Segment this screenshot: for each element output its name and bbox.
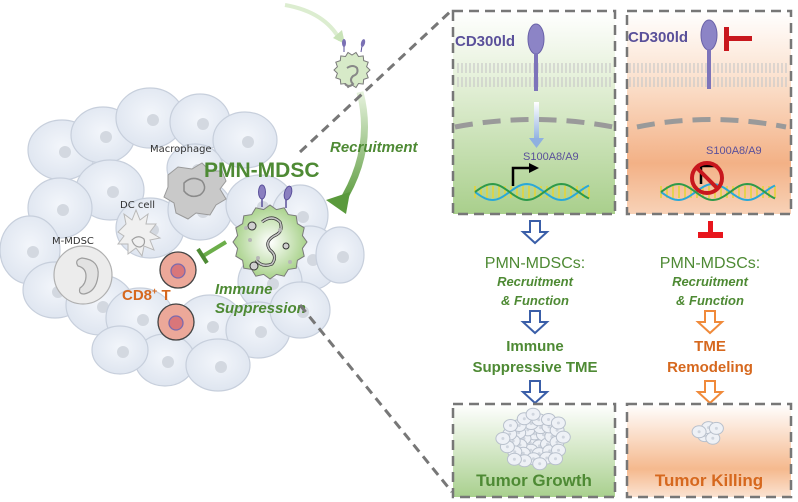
tumor-cell bbox=[532, 457, 548, 471]
blocked-receptor-label: CD300ld bbox=[628, 29, 688, 46]
down-arrow-icon bbox=[695, 310, 725, 335]
down-arrow-icon bbox=[520, 380, 550, 405]
nuclear-membrane bbox=[454, 117, 614, 130]
inhibition-icon bbox=[708, 221, 713, 233]
cd300ld-receptor-icon bbox=[527, 23, 545, 91]
down-arrow-icon bbox=[695, 380, 725, 405]
dna-icon bbox=[474, 182, 590, 202]
blocked-signaling-panel: CD300ld S100A8/A9 bbox=[625, 9, 793, 216]
pmn-mdsc-cell bbox=[232, 184, 308, 280]
pmn-mdsc-label: PMN-MDSC bbox=[204, 159, 320, 182]
cd300ld-receptor-icon bbox=[700, 19, 718, 89]
tumor-cell bbox=[705, 431, 721, 445]
control-step1-sub1: Recruitment bbox=[497, 274, 574, 289]
blocked-step1-sub1: Recruitment bbox=[672, 274, 749, 289]
tumor-cell bbox=[269, 281, 331, 339]
control-step2-line2: Suppressive TME bbox=[472, 359, 597, 376]
tumor-growth-box: Tumor Growth bbox=[451, 402, 617, 499]
control-flow: PMN-MDSCs: Recruitment & Function Immune… bbox=[472, 220, 598, 405]
tumor-killing-label: Tumor Killing bbox=[655, 471, 763, 490]
dc-cell-label: DC cell bbox=[120, 200, 155, 211]
nuclear-membrane bbox=[636, 117, 787, 130]
control-gene-label: S100A8/A9 bbox=[523, 151, 579, 163]
macrophage-label: Macrophage bbox=[150, 144, 212, 155]
tumor-cell bbox=[708, 421, 724, 435]
dc-cell bbox=[117, 208, 162, 258]
tumor-killing-box: Tumor Killing bbox=[625, 402, 793, 499]
tumor-cell bbox=[550, 416, 566, 430]
blocked-step1-sub2: & Function bbox=[676, 293, 744, 308]
control-receptor-label: CD300ld bbox=[455, 33, 515, 50]
m-mdsc-cell bbox=[53, 245, 113, 305]
tumor-cell bbox=[315, 226, 365, 284]
cd8-t-cell bbox=[159, 251, 197, 289]
tumor-cell bbox=[495, 432, 511, 445]
blocker-inhibition-icon bbox=[724, 27, 752, 51]
transcription-start-icon bbox=[511, 166, 530, 186]
prohibited-icon bbox=[690, 161, 724, 195]
tumor-cell bbox=[548, 452, 563, 466]
down-arrow-icon bbox=[520, 220, 550, 245]
small-tumor-icon bbox=[691, 421, 724, 445]
recruitment-arrow bbox=[337, 91, 368, 207]
large-tumor-icon bbox=[495, 407, 571, 471]
signal-arrowhead bbox=[529, 138, 544, 148]
signal-arrow bbox=[534, 102, 539, 140]
control-signaling-panel: CD300ld S100A8/A9 bbox=[451, 9, 617, 216]
tumor-cell bbox=[115, 87, 185, 149]
m-mdsc-label: M-MDSC bbox=[52, 236, 94, 247]
tumor-cell bbox=[506, 452, 522, 466]
tumor-cell bbox=[555, 430, 571, 444]
tumor-cell bbox=[212, 111, 278, 169]
blocked-flow: PMN-MDSCs: Recruitment & Function TME Re… bbox=[660, 221, 760, 405]
blocked-step2-line1: TME bbox=[694, 338, 726, 355]
tumor-cell bbox=[691, 425, 707, 439]
blocked-step2-line2: Remodeling bbox=[667, 359, 753, 376]
control-step1-title: PMN-MDSCs: bbox=[485, 255, 585, 272]
macrophage-cell bbox=[163, 162, 227, 220]
tumor-cell bbox=[91, 325, 149, 375]
control-step2-line1: Immune bbox=[506, 338, 564, 355]
tumor-cell bbox=[185, 338, 251, 392]
recruitment-arrowhead-top bbox=[333, 30, 345, 44]
tumor-cell bbox=[525, 407, 541, 421]
zoom-guide-line-bottom bbox=[298, 304, 454, 493]
zoom-guide-line-top bbox=[298, 8, 454, 154]
blocked-step1-title: PMN-MDSCs: bbox=[660, 255, 760, 272]
recruitment-arrow-top bbox=[284, 3, 342, 41]
cd8-t-cell bbox=[157, 303, 195, 341]
down-arrow-icon bbox=[520, 310, 550, 335]
recruitment-arrowhead bbox=[326, 192, 350, 214]
tumor-cell bbox=[503, 419, 518, 432]
control-step1-sub2: & Function bbox=[501, 293, 569, 308]
recruitment-label: Recruitment bbox=[330, 139, 419, 156]
blocked-gene-label: S100A8/A9 bbox=[706, 145, 762, 157]
circulating-pmn-mdsc bbox=[333, 39, 371, 89]
cd8-t-label: CD8+ T bbox=[122, 286, 171, 304]
inhibition-arrow bbox=[196, 240, 228, 265]
tumor-growth-label: Tumor Growth bbox=[476, 471, 592, 490]
